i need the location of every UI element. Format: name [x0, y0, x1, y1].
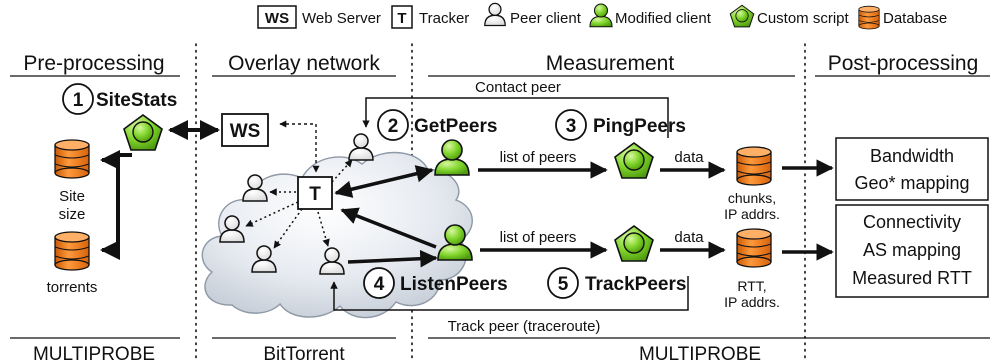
rtt-db-icon — [736, 228, 772, 268]
legend-database-icon — [858, 5, 880, 30]
section-overlay: Overlay network — [228, 52, 380, 75]
output-geo-mapping: Geo* mapping — [854, 173, 969, 193]
step-3-badge — [555, 109, 587, 141]
torrents-label: torrents — [47, 279, 98, 296]
step-3-number: 3 — [566, 116, 577, 137]
step-1-number: 1 — [73, 90, 84, 111]
tracker-getpeers-arrow — [334, 165, 434, 198]
chunks-label-2: IP addrs. — [724, 206, 780, 222]
tracker-label: T — [309, 184, 321, 205]
sitestats-to-db-arrows — [100, 150, 132, 260]
step-5-badge — [547, 267, 579, 299]
legend-tracker: Tracker — [419, 10, 469, 27]
pingpeers-script-icon — [614, 142, 654, 179]
legend: WS Web Server T Tracker Peer client Modi… — [257, 2, 947, 30]
tracker-box — [297, 176, 333, 210]
legend-custom-script-icon — [729, 4, 755, 28]
ws-tracker-dashed-link — [279, 120, 320, 173]
legend-t-box-label: T — [397, 10, 406, 27]
step-4-name: ListenPeers — [400, 274, 508, 295]
output-box-connectivity — [835, 204, 989, 298]
step-4-badge — [363, 267, 395, 299]
track-peer-label: Track peer (traceroute) — [448, 318, 601, 335]
footer-multiprobe-left: MULTIPROBE — [33, 344, 155, 364]
legend-peer-client: Peer client — [510, 10, 582, 27]
legend-custom-script: Custom script — [757, 10, 850, 27]
trackpeers-script-icon — [614, 225, 654, 262]
step-5-name: TrackPeers — [585, 274, 686, 295]
output-box-bandwidth — [835, 137, 989, 201]
track-peer-arrow — [330, 276, 689, 311]
output-measured-rtt: Measured RTT — [852, 268, 972, 288]
rtt-label-1: RTT, — [737, 278, 766, 294]
step-1-sitestats: 1 SiteStats — [62, 83, 177, 115]
section-measurement: Measurement — [546, 52, 675, 75]
site-size-label-1: Site — [59, 188, 85, 205]
legend-web-server: Web Server — [302, 10, 381, 27]
legend-peer-client-icon — [484, 2, 506, 27]
section-postprocessing: Post-processing — [828, 52, 979, 75]
list-of-peers-top-label: list of peers — [500, 149, 577, 166]
ws-box — [221, 113, 269, 147]
legend-ws-box — [257, 5, 297, 29]
output-as-mapping: AS mapping — [863, 240, 961, 260]
step-5-number: 5 — [558, 274, 569, 295]
legend-modified-client-icon — [589, 3, 613, 28]
legend-t-box — [391, 5, 413, 29]
legend-ws-box-label: WS — [265, 10, 289, 27]
section-preprocessing: Pre-processing — [23, 52, 164, 75]
site-size-db-icon — [54, 139, 90, 179]
step-4-number: 4 — [374, 274, 385, 295]
peer-listenpeers-arrow — [347, 249, 438, 268]
peer-client-icon — [348, 133, 374, 161]
step-2-number: 2 — [388, 116, 399, 137]
legend-modified-client: Modified client — [615, 10, 712, 27]
sitestats-script-icon — [123, 114, 163, 151]
contact-peer-label: Contact peer — [475, 79, 561, 96]
chunks-db-icon — [736, 146, 772, 186]
step-3-name: PingPeers — [593, 116, 686, 137]
data-bottom-label: data — [674, 229, 704, 246]
data-top-label: data — [674, 149, 704, 166]
step-1-name: SiteStats — [96, 90, 177, 111]
listenpeers-tracker-arrow — [340, 207, 437, 249]
footer-multiprobe-right: MULTIPROBE — [639, 344, 761, 364]
step-1-badge — [62, 83, 94, 115]
rtt-label-2: IP addrs. — [724, 294, 780, 310]
chunks-label-1: chunks, — [728, 190, 776, 206]
torrents-db-icon — [54, 231, 90, 271]
footer-bittorrent: BitTorrent — [263, 344, 345, 364]
output-bandwidth: Bandwidth — [870, 146, 954, 166]
output-connectivity: Connectivity — [863, 212, 961, 232]
site-size-label-2: size — [59, 206, 86, 223]
contact-peer-arrow — [362, 97, 669, 138]
step-2-badge — [377, 109, 409, 141]
getpeers-modified-client-icon — [434, 139, 470, 176]
list-of-peers-bottom-label: list of peers — [500, 229, 577, 246]
section-headers: Pre-processing Overlay network Measureme… — [10, 52, 990, 77]
legend-database: Database — [883, 10, 947, 27]
ws-label: WS — [230, 121, 261, 142]
step-2-name: GetPeers — [414, 116, 497, 137]
tracker-peer-dotted-links — [245, 159, 353, 249]
